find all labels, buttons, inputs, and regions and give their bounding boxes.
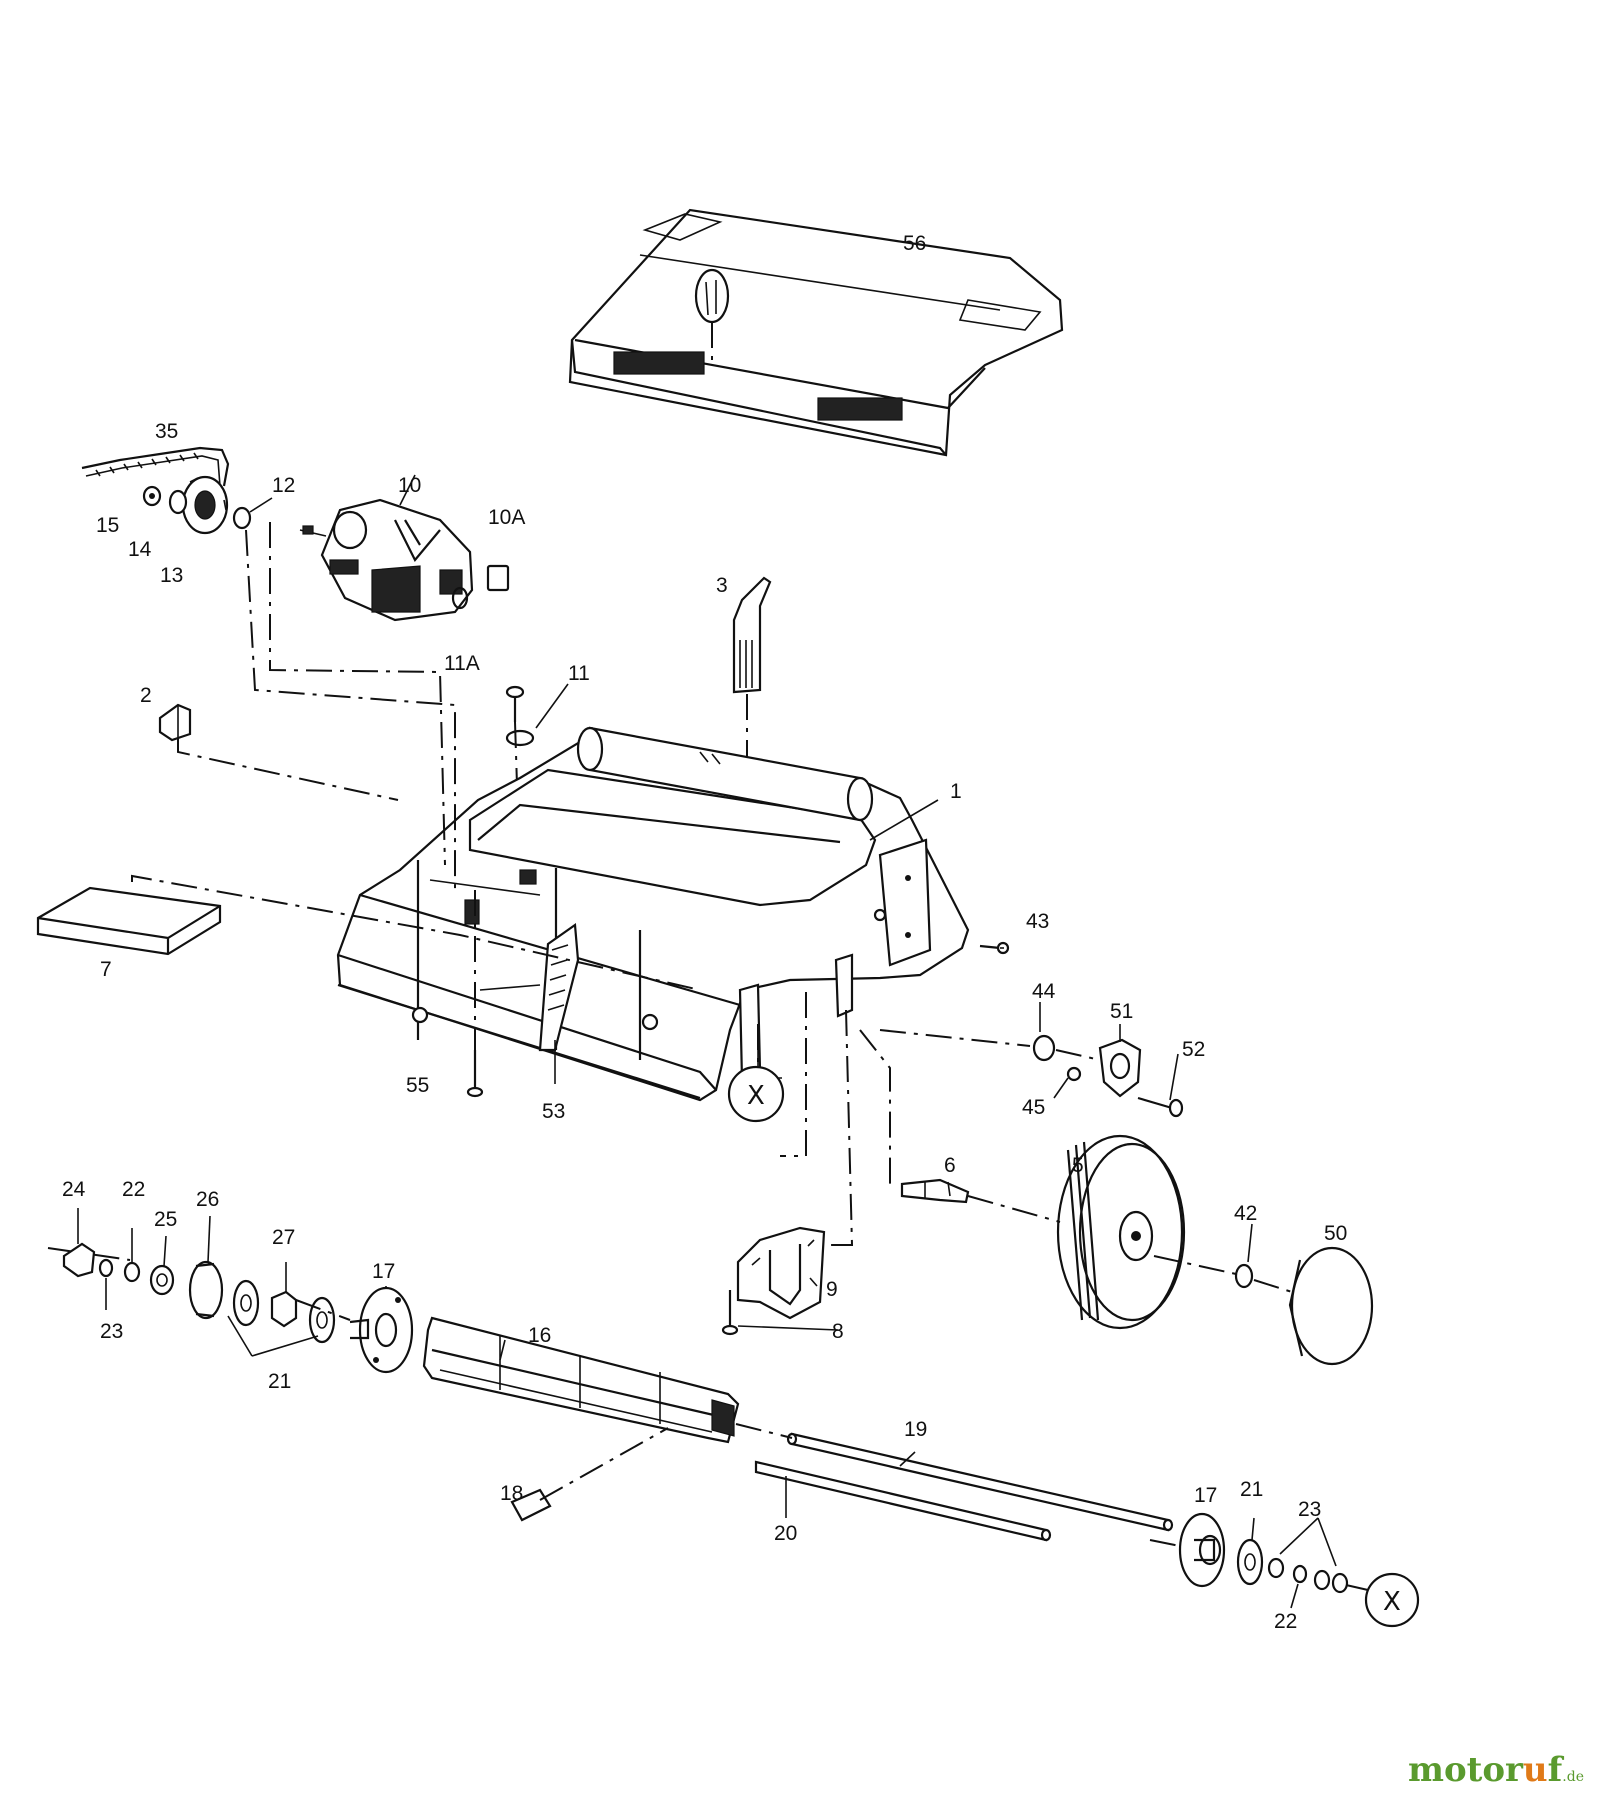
label-5: 5 bbox=[1072, 1154, 1084, 1177]
deck-part-1 bbox=[336, 726, 970, 1102]
label-11a: 11A bbox=[444, 652, 480, 675]
cover-part-56 bbox=[568, 208, 1064, 457]
watermark-part2: u bbox=[1522, 1750, 1548, 1790]
label-44: 44 bbox=[1032, 980, 1056, 1003]
label-24: 24 bbox=[62, 1178, 86, 1201]
belt-part-35 bbox=[81, 446, 230, 487]
label-21-right: 21 bbox=[1240, 1478, 1263, 1501]
label-27: 27 bbox=[272, 1226, 295, 1249]
label-35: 35 bbox=[155, 420, 178, 443]
rod-part-19 bbox=[735, 1423, 1174, 1532]
label-18: 18 bbox=[500, 1482, 523, 1505]
pulley-assembly bbox=[142, 475, 252, 535]
label-26: 26 bbox=[196, 1188, 219, 1211]
part-2-clip bbox=[158, 703, 192, 742]
connector-marker-x-lower-label: X bbox=[1383, 1587, 1401, 1617]
label-45: 45 bbox=[1022, 1096, 1045, 1119]
left-shaft-assembly bbox=[47, 1242, 336, 1344]
label-17-right: 17 bbox=[1194, 1484, 1217, 1507]
motoruf-watermark: motoruf.de bbox=[1408, 1750, 1584, 1790]
right-shaft-assembly bbox=[1178, 1512, 1369, 1594]
watermark-part3: f bbox=[1547, 1750, 1563, 1790]
plate-part-7 bbox=[36, 886, 222, 956]
label-56: 56 bbox=[903, 232, 926, 255]
connector-marker-x-upper-label: X bbox=[747, 1081, 765, 1111]
label-19: 19 bbox=[904, 1418, 927, 1441]
wheel-part-5 bbox=[1056, 1134, 1186, 1330]
part-labels: 56 35 12 10 10A 15 14 13 3 11A 11 2 1 43… bbox=[62, 232, 1347, 1633]
label-20: 20 bbox=[774, 1522, 797, 1545]
label-22-left: 22 bbox=[122, 1178, 145, 1201]
label-14: 14 bbox=[128, 538, 152, 561]
axle-pin-part-6 bbox=[900, 1178, 970, 1204]
label-50: 50 bbox=[1324, 1222, 1347, 1245]
roller-housing-part-16 bbox=[422, 1316, 740, 1444]
label-13: 13 bbox=[160, 564, 183, 587]
label-6: 6 bbox=[944, 1154, 956, 1177]
nut-part-42 bbox=[1234, 1263, 1254, 1289]
label-16: 16 bbox=[528, 1324, 551, 1347]
watermark-part1: motor bbox=[1407, 1750, 1523, 1790]
watermark-suffix: .de bbox=[1562, 1769, 1584, 1785]
connector-marker-x-lower: X bbox=[1364, 1572, 1420, 1628]
label-52: 52 bbox=[1182, 1038, 1205, 1061]
label-7: 7 bbox=[100, 958, 112, 981]
label-23-left: 23 bbox=[100, 1320, 123, 1343]
axle-bracket-assembly bbox=[1032, 1034, 1184, 1118]
label-3: 3 bbox=[716, 574, 728, 597]
screw-part-55 bbox=[466, 890, 484, 1098]
label-55: 55 bbox=[406, 1074, 429, 1097]
assembly-lines bbox=[131, 522, 1293, 1547]
rod-part-20 bbox=[754, 1460, 1052, 1542]
label-23-right: 23 bbox=[1298, 1498, 1321, 1521]
label-21-left: 21 bbox=[268, 1370, 291, 1393]
hubcap-part-50 bbox=[1288, 1246, 1374, 1366]
bracket-part-9 bbox=[721, 1226, 826, 1336]
label-51: 51 bbox=[1110, 1000, 1133, 1023]
label-42: 42 bbox=[1234, 1202, 1257, 1225]
label-12: 12 bbox=[272, 474, 295, 497]
label-25: 25 bbox=[154, 1208, 177, 1231]
label-2: 2 bbox=[140, 684, 152, 707]
plate-part-18 bbox=[510, 1427, 669, 1522]
label-43: 43 bbox=[1026, 910, 1049, 933]
label-17-left: 17 bbox=[372, 1260, 395, 1283]
label-8: 8 bbox=[832, 1320, 844, 1343]
leader-lines bbox=[77, 474, 1337, 1609]
label-11: 11 bbox=[568, 662, 590, 685]
motor-part-10 bbox=[299, 498, 474, 622]
label-10a: 10A bbox=[488, 506, 525, 529]
label-9: 9 bbox=[826, 1278, 838, 1301]
part-11-fasteners bbox=[505, 685, 535, 881]
flange-part-17-left bbox=[349, 1286, 414, 1374]
connector-marker-x-upper: X bbox=[727, 1024, 785, 1123]
label-15: 15 bbox=[96, 514, 119, 537]
label-53: 53 bbox=[542, 1100, 565, 1123]
label-10: 10 bbox=[398, 474, 421, 497]
part-10a-block bbox=[486, 564, 510, 592]
label-1: 1 bbox=[950, 780, 962, 803]
label-22-right: 22 bbox=[1274, 1610, 1297, 1633]
